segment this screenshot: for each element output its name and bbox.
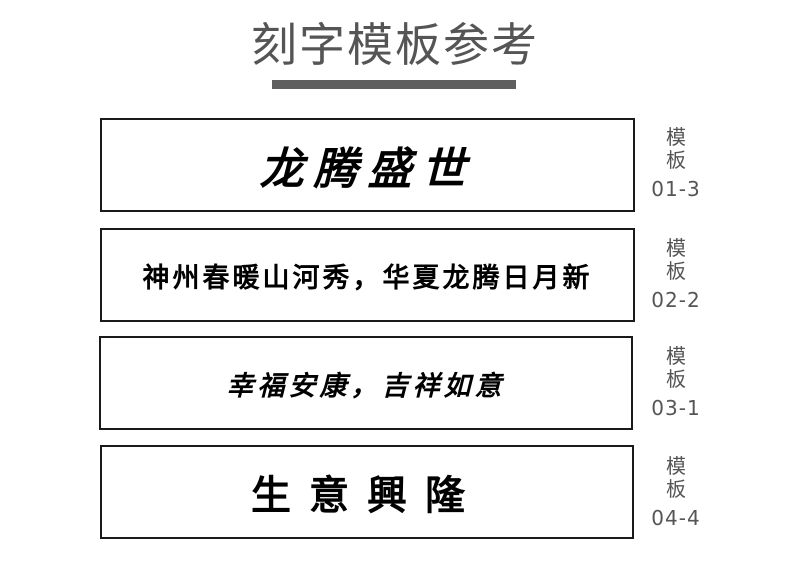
template-label-line1: 模 (666, 236, 686, 260)
template-plate-1[interactable]: 龙腾盛世 (100, 118, 635, 212)
template-text-2: 神州春暖山河秀，华夏龙腾日月新 (142, 262, 593, 294)
template-label-line1: 模 (666, 454, 686, 478)
template-code: 01-3 (651, 177, 701, 201)
template-code: 04-4 (651, 506, 701, 530)
template-label-2: 模 板 02-2 (641, 237, 711, 313)
template-text-4: 生意興隆 (251, 472, 483, 519)
template-text-3: 幸福安康，吉祥如意 (226, 370, 506, 402)
page-title: 刻字模板参考 (251, 18, 539, 72)
template-label-line2: 板 (666, 148, 686, 172)
template-text-1: 龙腾盛世 (259, 144, 476, 195)
template-label-3: 模 板 03-1 (641, 345, 711, 421)
template-label-line2: 板 (666, 367, 686, 391)
template-code: 02-2 (651, 288, 701, 312)
template-label-line2: 板 (666, 477, 686, 501)
template-plate-2[interactable]: 神州春暖山河秀，华夏龙腾日月新 (100, 228, 635, 322)
template-code: 03-1 (651, 396, 701, 420)
template-plate-3[interactable]: 幸福安康，吉祥如意 (99, 336, 633, 430)
title-underline (272, 80, 516, 89)
template-label-line1: 模 (666, 344, 686, 368)
template-label-line1: 模 (666, 125, 686, 149)
template-label-1: 模 板 01-3 (641, 126, 711, 202)
template-plate-4[interactable]: 生意興隆 (100, 445, 634, 539)
template-label-4: 模 板 04-4 (641, 455, 711, 531)
template-label-line2: 板 (666, 259, 686, 283)
